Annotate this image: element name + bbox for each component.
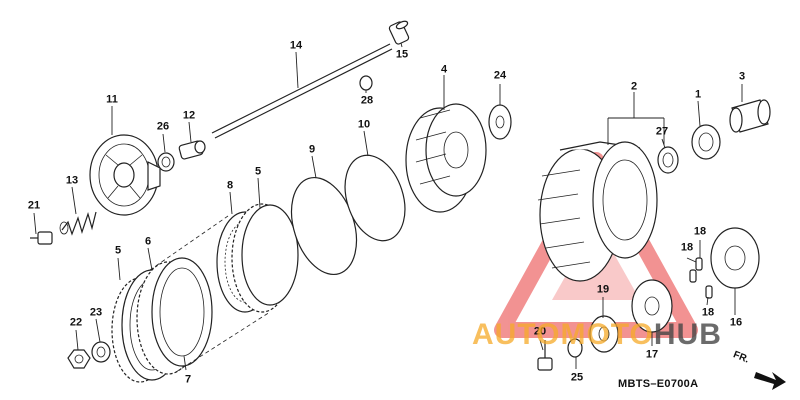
- rod-end-part: [388, 20, 410, 45]
- part-label-2: 2: [630, 80, 638, 93]
- clutch-plate-stack-part: [216, 203, 299, 313]
- damper-spring-c-part: [705, 285, 713, 299]
- part-label-16: 16: [729, 316, 743, 329]
- part-label-18-b: 18: [680, 241, 694, 254]
- part-label-26: 26: [156, 120, 170, 133]
- part-label-18-a: 18: [693, 225, 707, 238]
- part-label-28: 28: [360, 94, 374, 107]
- front-direction-arrow-icon: [754, 372, 786, 390]
- watermark-part-auto: AUTO: [472, 318, 561, 351]
- part-label-8: 8: [226, 179, 234, 192]
- leader-lines: [33, 42, 743, 371]
- part-label-27: 27: [655, 125, 669, 138]
- lock-nut-part: [67, 349, 91, 369]
- part-label-22: 22: [69, 316, 83, 329]
- clutch-outer-housing-part: [537, 141, 658, 282]
- part-label-10: 10: [357, 118, 371, 131]
- part-label-7: 7: [184, 373, 192, 386]
- diagram-code: MBTS–E0700A: [618, 378, 699, 390]
- push-rod-part: [211, 43, 393, 139]
- part-label-3: 3: [738, 70, 746, 83]
- part-label-5-front: 5: [114, 244, 122, 257]
- part-label-15: 15: [395, 48, 409, 61]
- bearing-part: [157, 152, 175, 172]
- part-label-9: 9: [308, 143, 316, 156]
- circlip-part: [359, 75, 373, 91]
- flange-bolt-part: [30, 231, 53, 245]
- part-label-23: 23: [89, 306, 103, 319]
- clutch-disc-stack-part: [111, 257, 213, 383]
- part-label-19: 19: [596, 283, 610, 296]
- part-label-20: 20: [533, 325, 547, 338]
- part-label-24: 24: [493, 69, 507, 82]
- watermark-part-hub: HUB: [653, 318, 722, 351]
- sprocket-washer-part: [567, 338, 583, 358]
- watermark-part-moto: MOTO: [560, 318, 654, 351]
- part-label-12: 12: [182, 109, 196, 122]
- damper-spring-a-part: [695, 257, 703, 271]
- watermark-text: AUTOMOTOHUB: [472, 320, 722, 350]
- washer-part: [91, 341, 111, 363]
- part-label-18-c: 18: [701, 306, 715, 319]
- part-label-14: 14: [289, 39, 303, 52]
- part-label-11: 11: [106, 93, 118, 106]
- part-label-5-rear: 5: [254, 165, 262, 178]
- needle-bearing-part: [657, 146, 679, 174]
- part-label-4: 4: [440, 63, 448, 76]
- guide-sleeve-part: [729, 99, 771, 133]
- part-label-25: 25: [570, 371, 584, 384]
- clutch-center-part: [405, 103, 487, 213]
- primary-driven-gear-part: [710, 227, 760, 289]
- part-label-21: 21: [27, 199, 41, 212]
- wire-ring-small-part: [344, 154, 406, 242]
- thrust-washer-part: [488, 104, 512, 140]
- part-label-1: 1: [694, 88, 702, 101]
- oil-pump-drive-collar-part: [691, 124, 721, 160]
- part-label-13: 13: [65, 174, 79, 187]
- sprocket-bolt-part: [537, 340, 553, 371]
- clutch-spring-part: [59, 211, 97, 236]
- pressure-plate-part: [89, 134, 161, 216]
- lifter-piece-part: [178, 140, 206, 160]
- damper-spring-b-part: [689, 269, 697, 283]
- part-label-17: 17: [645, 348, 659, 361]
- part-label-6: 6: [144, 235, 152, 248]
- small-sprocket-part: [589, 315, 619, 353]
